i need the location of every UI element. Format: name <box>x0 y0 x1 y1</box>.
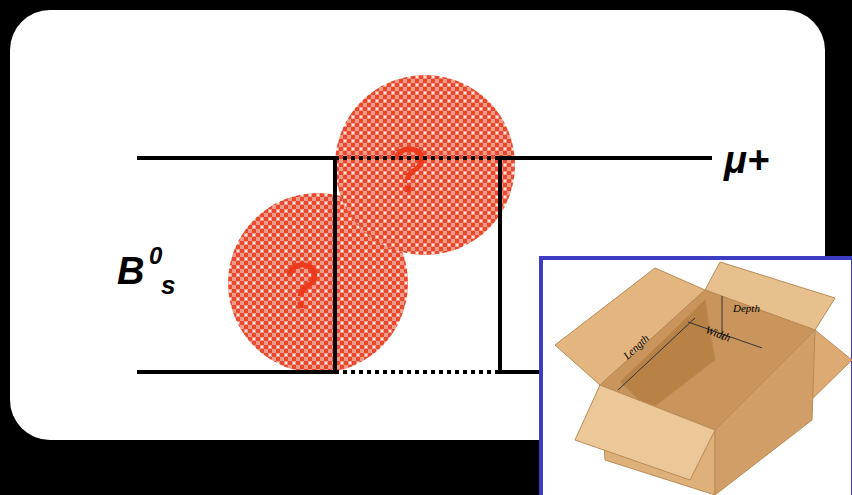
quark-line <box>137 370 336 374</box>
muon-line <box>500 156 712 160</box>
dimension-label: Width <box>704 324 732 343</box>
dotted-propagator <box>335 156 500 160</box>
superscript: 0 <box>149 244 162 268</box>
dimension-label: Length <box>621 333 651 362</box>
subscript: s <box>161 272 175 298</box>
cardboard-box <box>555 262 852 495</box>
dotted-propagator <box>335 370 500 374</box>
quark-line <box>137 156 336 160</box>
inset-frame <box>541 258 852 495</box>
muon-line <box>498 370 545 374</box>
dimension-label: Depth <box>733 303 760 314</box>
question-mark: ? <box>391 138 427 202</box>
checkered-circle <box>335 75 515 255</box>
vertical-propagator <box>333 156 337 374</box>
particle-label: μ+ <box>724 141 769 179</box>
particle-label: B <box>117 252 144 290</box>
checkered-circle <box>228 193 408 373</box>
question-mark: ? <box>284 254 320 318</box>
vertical-propagator <box>498 156 502 374</box>
dimension-arrows <box>618 296 762 390</box>
unknown-contribution-blob: ? <box>335 75 515 255</box>
white-panel <box>10 10 825 440</box>
